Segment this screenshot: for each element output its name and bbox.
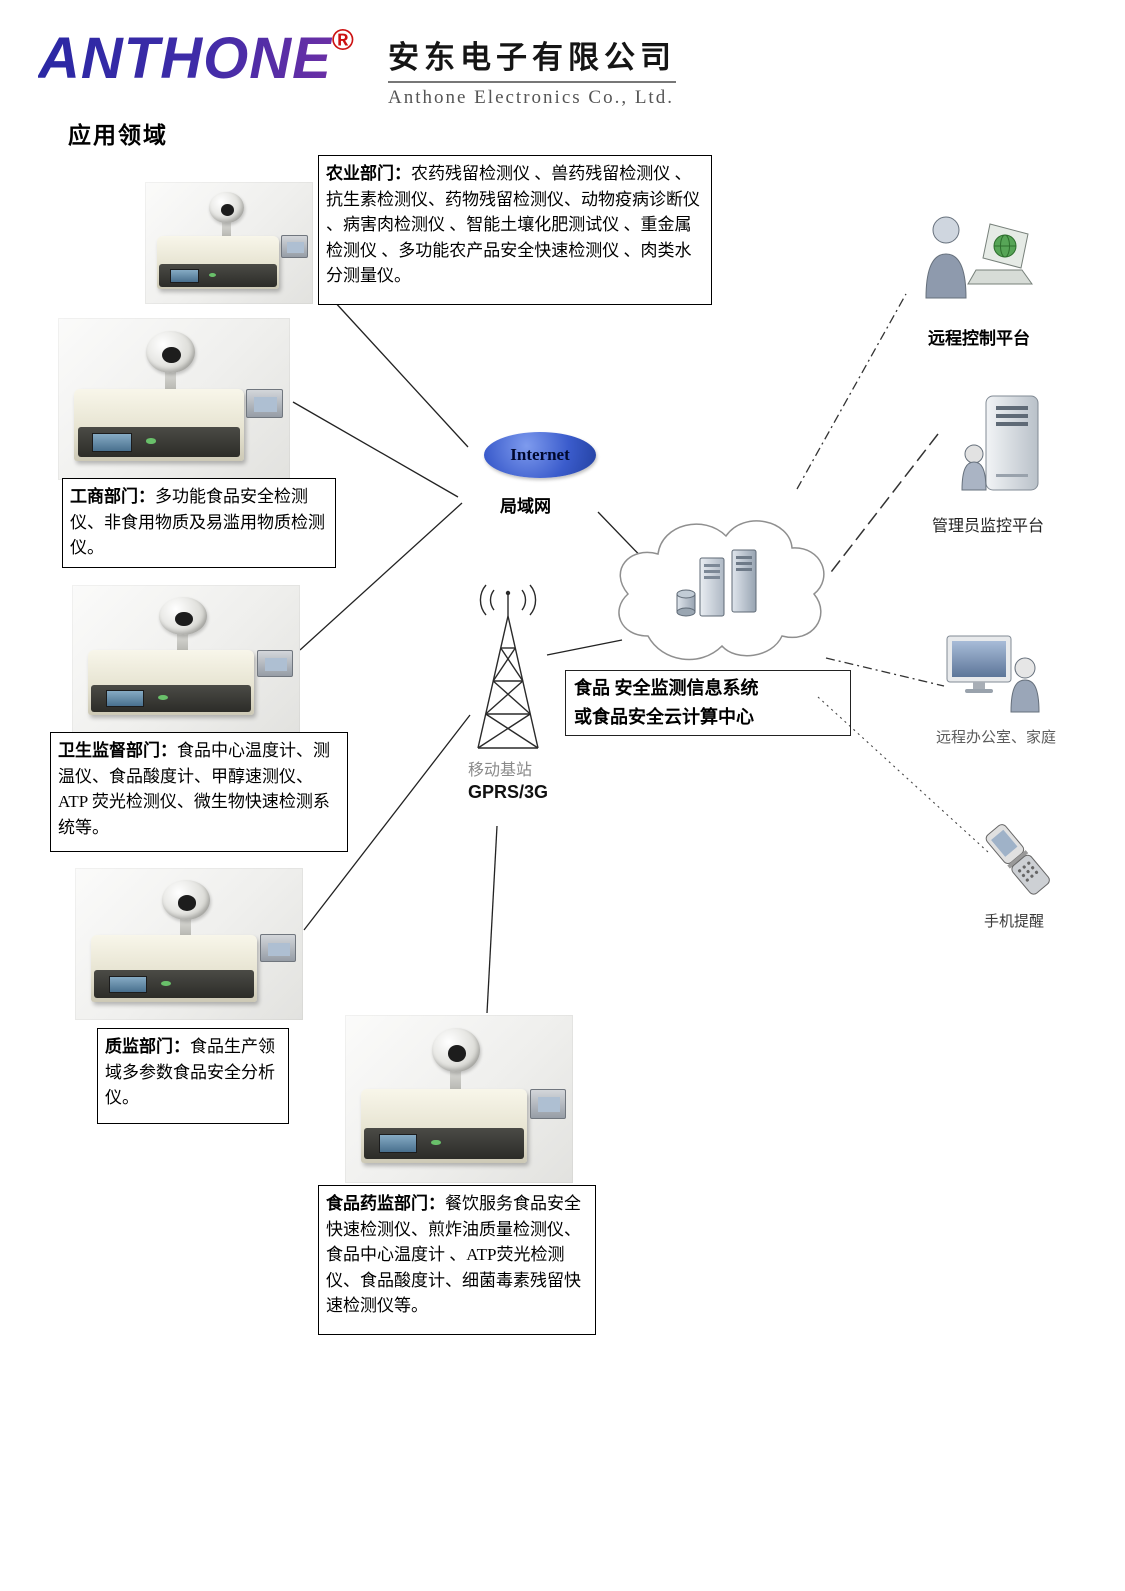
handheld-screen xyxy=(537,1097,561,1113)
internet-label: Internet xyxy=(510,445,570,464)
device-screen xyxy=(108,975,148,994)
camera-neck xyxy=(222,218,231,236)
internet-node: Internet xyxy=(484,432,596,478)
camera-lens-icon xyxy=(162,347,181,364)
food-drug-box: 食品药监部门：餐饮服务食品安全快速检测仪、煎炸油质量检测仪、食品中心温度计 、A… xyxy=(318,1185,596,1335)
registered-mark-icon: ® xyxy=(331,24,354,57)
quality-box: 质监部门：食品生产领域多参数食品安全分析仪。 xyxy=(97,1028,289,1124)
device-led xyxy=(145,438,156,444)
health-box: 卫生监督部门：食品中心温度计、测温仪、食品酸度计、甲醇速测仪、ATP 荧光检测仪… xyxy=(50,732,348,852)
device-led xyxy=(431,1139,441,1146)
camera-lens-icon xyxy=(220,203,235,217)
health-text: 食品中心温度计、测温仪、食品酸度计、甲醇速测仪、ATP 荧光检测仪、微生物快速检… xyxy=(58,741,330,837)
logo: ANTHONE® xyxy=(38,24,354,88)
camera-neck xyxy=(164,366,177,390)
server-person-icon xyxy=(958,394,1048,506)
person-laptop-icon xyxy=(912,210,1047,302)
camera-lens-icon xyxy=(177,895,196,911)
handheld-screen xyxy=(267,942,291,957)
cloud-servers-icon xyxy=(600,498,835,683)
device-body xyxy=(74,389,244,461)
industry-box: 工商部门：多功能食品安全检测仪、非食用物质及易滥用物质检测仪。 xyxy=(62,478,336,568)
base-station-tech-label: GPRS/3G xyxy=(468,782,549,802)
device-led xyxy=(208,272,216,277)
device-front-panel xyxy=(91,684,252,712)
food-drug-label: 食品药监部门： xyxy=(326,1194,445,1213)
detector-device-photo-4 xyxy=(75,868,303,1020)
agriculture-label: 农业部门： xyxy=(326,164,411,183)
line-device1-internet xyxy=(332,299,469,448)
handheld-screen xyxy=(264,657,288,671)
handheld-screen xyxy=(254,397,278,412)
radio-tower-icon xyxy=(452,582,564,754)
camera-lens-icon xyxy=(174,611,193,627)
camera-lens-icon xyxy=(447,1045,466,1063)
device-screen xyxy=(92,433,132,452)
page-title: 应用领域 xyxy=(68,123,168,148)
admin-monitor-label: 管理员监控平台 xyxy=(932,518,1045,535)
flip-phone-icon xyxy=(972,820,1062,902)
phone-alert-label: 手机提醒 xyxy=(984,914,1045,930)
device-front-panel xyxy=(159,264,277,287)
food-drug-text: 餐饮服务食品安全快速检测仪、煎炸油质量检测仪、食品中心温度计 、ATP荧光检测仪… xyxy=(326,1194,581,1315)
company-name-block: 安东电子有限公司 Anthone Electronics Co., Ltd. xyxy=(388,32,676,109)
industry-text: 多功能食品安全检测仪、非食用物质及易滥用物质检测仪。 xyxy=(70,487,325,557)
line-device5-basestation xyxy=(486,825,498,1014)
device-body xyxy=(87,650,255,716)
camera-neck xyxy=(176,629,189,651)
device-screen xyxy=(169,268,199,284)
monitor-person-icon xyxy=(945,634,1045,718)
detector-device-photo-1 xyxy=(145,182,313,304)
logo-wordmark: ANTHONE xyxy=(38,26,332,91)
detector-device-photo-2 xyxy=(58,318,290,480)
base-station-label: 移动基站 xyxy=(468,762,533,779)
line-cloud-remote-control xyxy=(796,293,907,490)
health-label: 卫生监督部门： xyxy=(58,741,177,760)
device-front-panel xyxy=(77,427,241,457)
line-cloud-admin xyxy=(827,433,939,577)
company-name-cn: 安东电子有限公司 xyxy=(388,32,676,83)
industry-label: 工商部门： xyxy=(70,487,155,506)
device-screen xyxy=(378,1134,418,1154)
system-label-box: 食品 安全监测信息系统 或食品安全云计算中心 xyxy=(565,670,851,736)
device-body xyxy=(360,1088,528,1163)
quality-text: 食品生产领域多参数食品安全分析仪。 xyxy=(105,1037,275,1107)
company-name-en: Anthone Electronics Co., Ltd. xyxy=(388,87,674,108)
server-rack-2 xyxy=(731,549,757,613)
camera-neck xyxy=(179,913,192,935)
device-led xyxy=(158,695,168,700)
system-label-line1: 食品 安全监测信息系统 xyxy=(574,678,759,698)
device-body xyxy=(156,235,280,290)
quality-label: 质监部门： xyxy=(105,1037,190,1056)
detector-device-photo-3 xyxy=(72,585,300,733)
device-screen xyxy=(105,690,145,708)
remote-office-label: 远程办公室、家庭 xyxy=(936,730,1057,746)
detector-device-photo-5 xyxy=(345,1015,573,1183)
device-led xyxy=(161,981,171,987)
device-front-panel xyxy=(94,970,255,999)
remote-control-label: 远程控制平台 xyxy=(928,329,1030,348)
camera-neck xyxy=(449,1065,462,1089)
system-label-line2: 或食品安全云计算中心 xyxy=(574,706,754,727)
device-body xyxy=(90,934,258,1002)
lan-label: 局域网 xyxy=(500,497,551,516)
agriculture-text: 农药残留检测仪 、兽药残留检测仪 、抗生素检测仪、药物残留检测仪、动物疫病诊断仪… xyxy=(326,164,700,285)
agriculture-box: 农业部门：农药残留检测仪 、兽药残留检测仪 、抗生素检测仪、药物残留检测仪、动物… xyxy=(318,155,712,305)
handheld-screen xyxy=(286,241,304,253)
device-front-panel xyxy=(364,1128,525,1160)
